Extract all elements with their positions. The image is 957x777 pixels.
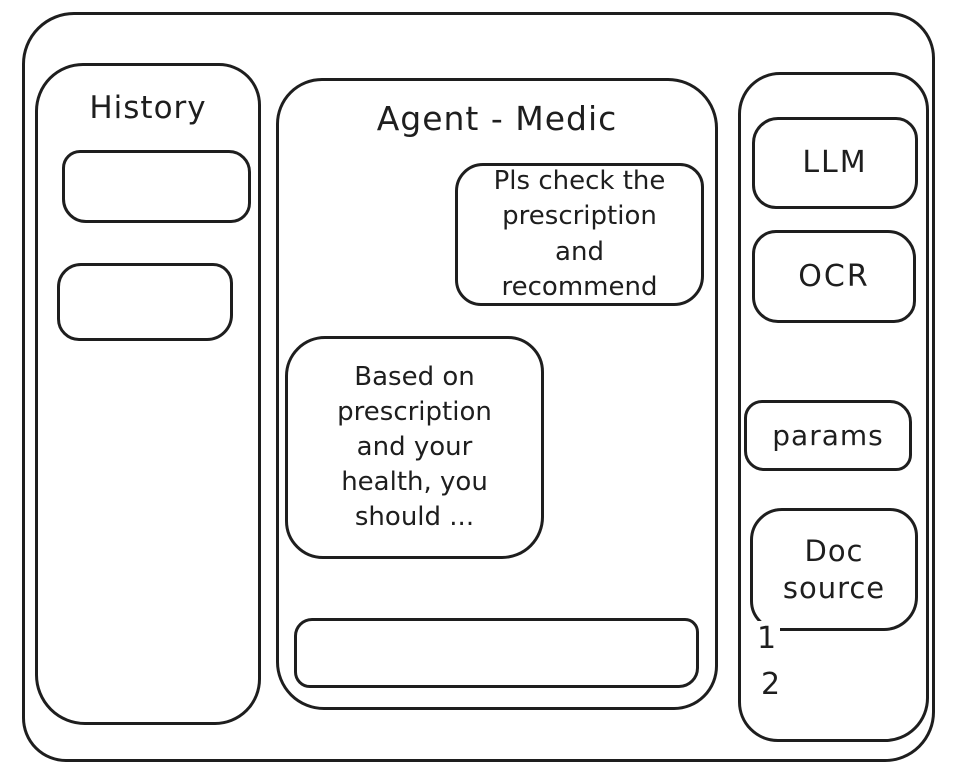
params-button[interactable]: params xyxy=(744,400,912,471)
doc-source-item[interactable]: 2 xyxy=(757,667,785,702)
doc-source-item[interactable]: 1 xyxy=(753,621,781,656)
user-message-bubble: Pls check the prescription and recommend xyxy=(455,163,704,306)
app-frame: History Agent - Medic Pls check the pres… xyxy=(22,12,935,762)
history-item[interactable] xyxy=(62,150,251,223)
ocr-button[interactable]: OCR xyxy=(752,230,916,323)
agent-message-bubble: Based on prescription and your health, y… xyxy=(285,336,544,559)
tools-panel: LLM OCR params Doc source 1 2 xyxy=(738,72,929,742)
chat-title: Agent - Medic xyxy=(376,99,618,138)
chat-panel: Agent - Medic Pls check the prescription… xyxy=(276,78,718,710)
llm-button[interactable]: LLM xyxy=(752,117,918,209)
history-panel: History xyxy=(35,63,261,725)
message-input[interactable] xyxy=(294,618,699,688)
doc-source-button[interactable]: Doc source xyxy=(750,508,918,631)
history-title: History xyxy=(89,90,207,126)
history-item[interactable] xyxy=(57,263,233,341)
